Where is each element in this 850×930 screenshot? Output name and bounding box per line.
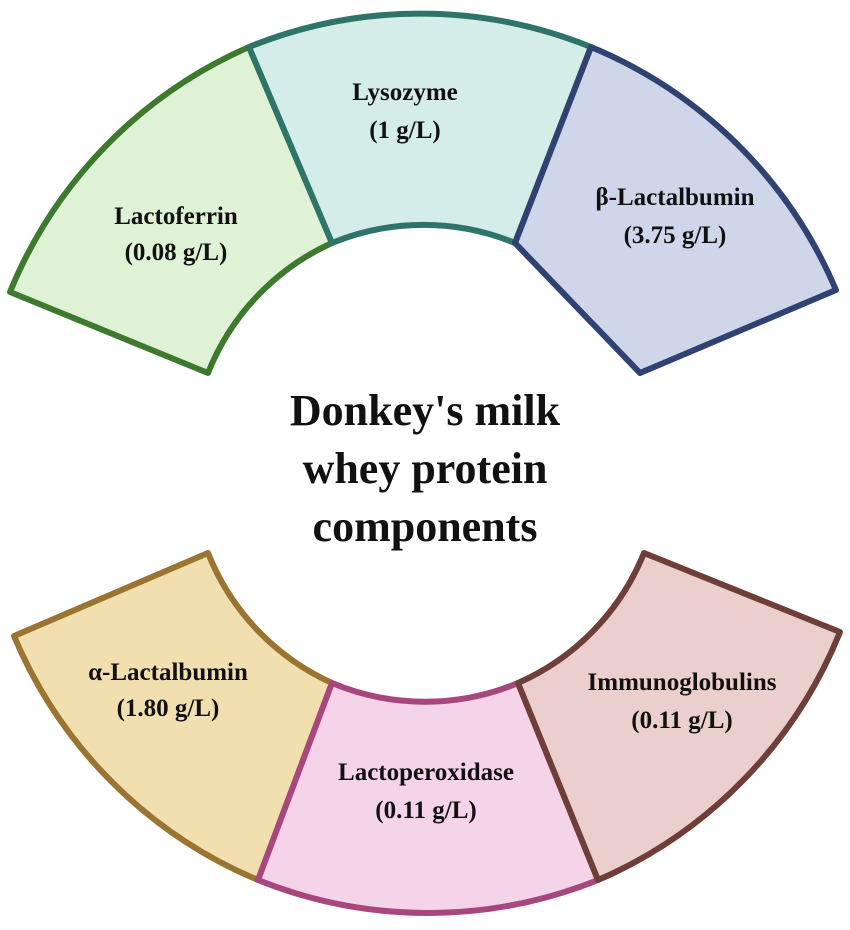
segment-immunoglobulins-value: (0.11 g/L) [631,707,732,734]
segment-lactoperoxidase-value: (0.11 g/L) [375,797,476,824]
segment-alpha-lactalbumin-shape [11,550,335,883]
segment-beta-lactalbumin-value: (3.75 g/L) [624,222,727,249]
center-title-line-1: Donkey's milk [290,386,561,435]
segment-beta-lactalbumin: β-Lactalbumin (3.75 g/L) [512,44,839,376]
segment-lactoperoxidase-shape [255,680,601,916]
segment-lactoferrin-name: Lactoferrin [114,203,238,230]
segment-lactoperoxidase: Lactoperoxidase (0.11 g/L) [255,680,601,916]
segment-lactoperoxidase-name: Lactoperoxidase [338,759,514,786]
segment-lactoferrin-value: (0.08 g/L) [125,239,228,266]
segment-lysozyme-value: (1 g/L) [369,117,441,144]
segment-lysozyme: Lysozyme (1 g/L) [246,10,594,246]
segment-immunoglobulins: Immunoglobulins (0.11 g/L) [515,550,843,883]
segment-alpha-lactalbumin: α-Lactalbumin (1.80 g/L) [11,550,335,883]
center-title: Donkey's milk whey protein components [290,386,561,551]
segment-beta-lactalbumin-shape [512,44,839,376]
center-title-line-3: components [313,502,538,551]
segment-lactoferrin: Lactoferrin (0.08 g/L) [7,44,335,376]
segment-lactoferrin-shape [7,44,335,376]
segment-immunoglobulins-name: Immunoglobulins [588,669,777,696]
segment-alpha-lactalbumin-value: (1.80 g/L) [117,695,220,722]
segment-lysozyme-name: Lysozyme [352,79,458,106]
segment-lysozyme-shape [246,10,594,246]
segment-immunoglobulins-shape [515,550,843,883]
segment-beta-lactalbumin-name: β-Lactalbumin [595,184,754,211]
center-title-line-2: whey protein [303,444,548,493]
segment-alpha-lactalbumin-name: α-Lactalbumin [88,659,248,686]
